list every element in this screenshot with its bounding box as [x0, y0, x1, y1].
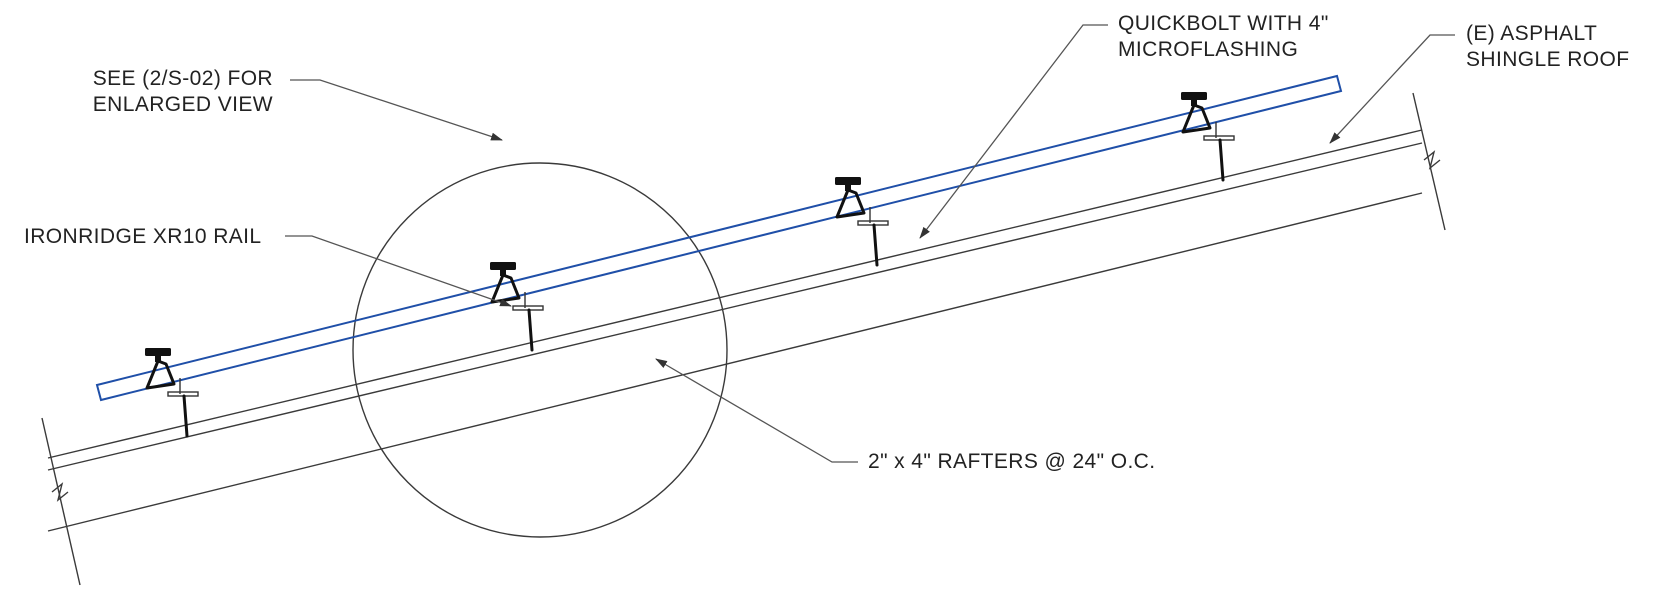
- see-detail-leader: [290, 79, 503, 141]
- rail-clamp-icon: [490, 262, 516, 270]
- l-foot-bracket-icon: [1181, 103, 1212, 134]
- mount-assemblies: [145, 92, 1235, 438]
- rafters-label: 2" x 4" RAFTERS @ 24" O.C.: [868, 450, 1156, 473]
- clamp-bolt-icon: [155, 356, 161, 362]
- clamp-bolt-icon: [845, 185, 851, 191]
- ironridge-rail: [95, 74, 1343, 402]
- lag-screw-icon: [1218, 138, 1225, 182]
- clamp-bolt-icon: [1191, 100, 1197, 106]
- quickbolt-l-foot-icon: [490, 262, 544, 352]
- l-foot-bracket-icon: [835, 188, 866, 219]
- quickbolt-l-foot-icon: [835, 177, 889, 267]
- left-break-line: [41, 417, 81, 586]
- rail-clamp-icon: [145, 348, 171, 356]
- l-foot-bracket-icon: [490, 273, 521, 304]
- roof-surface-line: [47, 129, 1423, 459]
- clamp-bolt-icon: [500, 270, 506, 276]
- roof-sheathing-line: [47, 142, 1423, 471]
- roof-leader: [1329, 34, 1455, 144]
- lag-screw-icon: [872, 223, 879, 267]
- quickbolt-label: QUICKBOLT WITH 4" MICROFLASHING: [1118, 12, 1329, 61]
- rafter-bottom-line: [47, 192, 1423, 532]
- rail-profile: [95, 74, 1343, 402]
- rail-clamp-icon: [1181, 92, 1207, 100]
- left-break-symbol: [51, 482, 69, 502]
- quickbolt-l-foot-icon: [1181, 92, 1235, 182]
- right-break-symbol: [1423, 150, 1441, 170]
- detail-callout-circle: [352, 162, 728, 538]
- roof-deck: [41, 92, 1446, 586]
- quickbolt-l-foot-icon: [145, 348, 199, 438]
- rafters-leader: [655, 358, 858, 463]
- rail-label: IRONRIDGE XR10 RAIL: [24, 225, 262, 248]
- l-foot-bracket-icon: [145, 359, 176, 390]
- lag-screw-icon: [182, 394, 189, 438]
- lag-screw-icon: [527, 308, 534, 352]
- right-break-line: [1412, 92, 1446, 231]
- roof-label: (E) ASPHALT SHINGLE ROOF: [1466, 22, 1630, 71]
- quickbolt-leader: [919, 24, 1108, 239]
- rail-clamp-icon: [835, 177, 861, 185]
- rail-leader: [285, 235, 512, 307]
- leader-lines: [285, 24, 1455, 463]
- see-detail-label: SEE (2/S-02) FOR ENLARGED VIEW: [92, 67, 273, 116]
